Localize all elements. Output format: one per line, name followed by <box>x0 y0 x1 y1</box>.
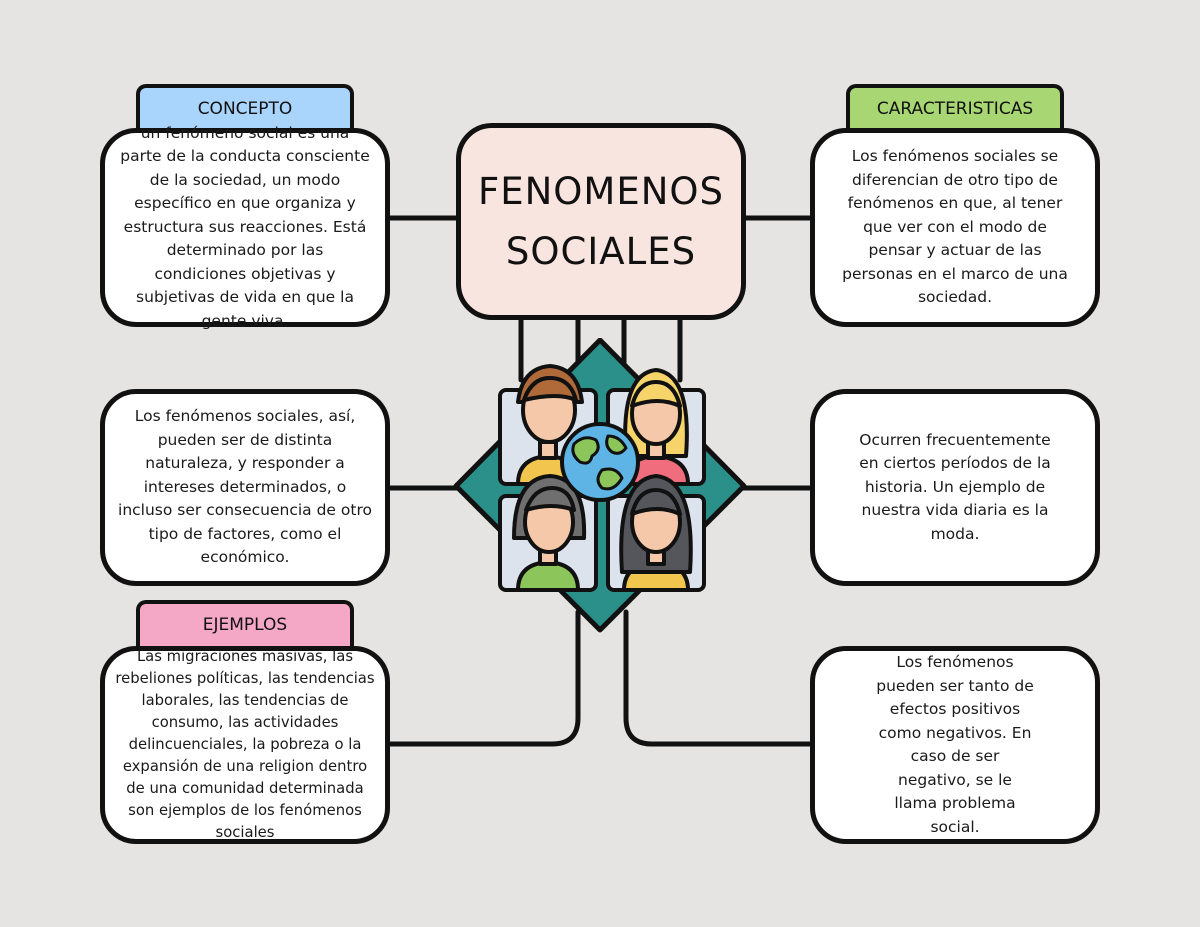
box-caracteristicas: Los fenómenos sociales se diferencian de… <box>810 128 1100 327</box>
globe-icon <box>560 422 640 502</box>
box-efectos: Los fenómenos pueden ser tanto de efecto… <box>810 646 1100 844</box>
box-frecuencia: Ocurren frecuentemente en ciertos períod… <box>810 389 1100 586</box>
box-concepto: un fenómeno social es una parte de la co… <box>100 124 390 330</box>
box-frecuencia-text: Ocurren frecuentemente en ciertos períod… <box>859 430 1051 543</box>
main-title-line1: FENOMENOS <box>477 169 725 213</box>
box-naturaleza-text: Los fenómenos sociales, así, pueden ser … <box>118 407 372 567</box>
tag-ejemplos: EJEMPLOS <box>136 600 354 646</box>
box-ejemplos: Las migraciones masivas, las rebeliones … <box>100 646 390 844</box>
box-efectos-text: Los fenómenos pueden ser tanto de efecto… <box>876 653 1034 836</box>
box-ejemplos-text: Las migraciones masivas, las rebeliones … <box>115 648 375 841</box>
people-network-icon <box>453 338 747 633</box>
tag-concepto: CONCEPTO <box>136 84 354 130</box>
box-caracteristicas-text: Los fenómenos sociales se diferencian de… <box>842 147 1068 307</box>
box-naturaleza: Los fenómenos sociales, así, pueden ser … <box>100 389 390 586</box>
main-title-box: FENOMENOS SOCIALES <box>456 123 746 320</box>
box-concepto-text: un fenómeno social es una parte de la co… <box>120 123 370 330</box>
tag-caracteristicas: CARACTERISTICAS <box>846 84 1064 130</box>
main-title-line2: SOCIALES <box>505 229 697 273</box>
